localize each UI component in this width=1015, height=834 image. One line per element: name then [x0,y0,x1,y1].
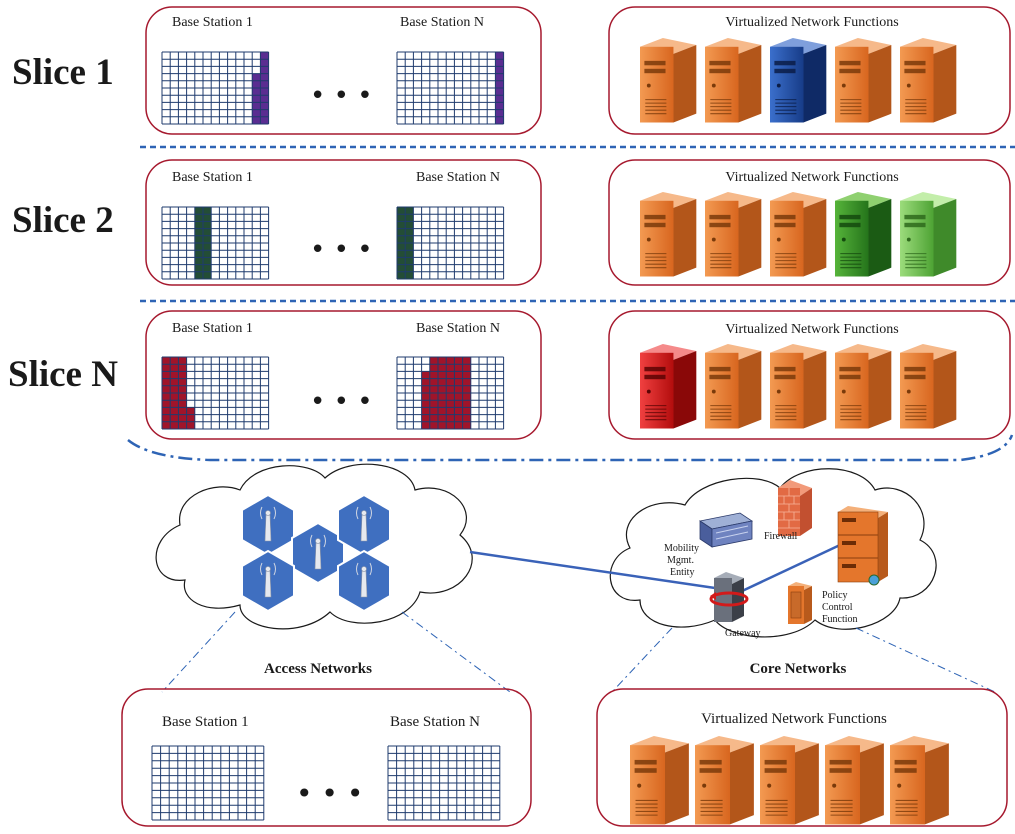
slice-label-1: Slice 1 [12,52,114,93]
slice-label-2: Slice 2 [12,200,114,241]
pcf-label-line-1: Policy [822,590,848,601]
gateway-to-server-link [739,543,841,594]
orange-server-icon [630,736,689,825]
orange-server-icon [900,344,957,429]
slice-2-bs-first-grid [161,206,270,280]
slice-1-ellipsis: • • • [310,81,373,111]
bottom-bs-first-label: Base Station 1 [162,714,249,730]
slice-1-vnf-title: Virtualized Network Functions [725,15,898,30]
orange-server-icon [705,38,762,123]
slice-1-ran-panel: Base Station 1 Base Station N • • • [145,6,542,135]
bottom-bs-last-grid [387,745,501,821]
slice-1-vnf-panel: Virtualized Network Functions [608,6,1011,135]
orange-server-icon [835,344,892,429]
gateway-icon [709,572,749,622]
light-green-server-icon [900,192,957,277]
firewall-icon [778,480,812,536]
orange-server-icon [835,38,892,123]
mme-icon [698,512,754,548]
cell-hexagon [241,493,295,557]
core-projection-right [855,627,996,693]
cell-tower-icon [310,534,326,570]
access-networks-caption: Access Networks [264,661,372,677]
slice-1-bs-first-label: Base Station 1 [172,15,253,30]
orange-server-icon [705,192,762,277]
core-projection-left [611,627,673,693]
slice-1-bs-first-grid [161,51,270,125]
core-networks-caption: Core Networks [750,661,847,677]
green-server-icon [835,192,892,277]
slice-n-bs-last-label: Base Station N [416,321,500,336]
mme-label-line-1: Mobility [664,543,699,554]
orange-server-icon [890,736,949,825]
slice-n-bs-first-grid [161,356,270,430]
cell-hexagon [291,521,345,585]
slice-n-vnf-title: Virtualized Network Functions [725,322,898,337]
orange-server-icon [640,192,697,277]
bottom-vnf-panel: Virtualized Network Functions [596,688,1008,827]
pcf-label-line-3: Function [822,614,858,625]
slice-2-ellipsis: • • • [310,235,373,265]
orange-server-icon [825,736,884,825]
orange-server-icon [760,736,819,825]
slice-1-bs-last-label: Base Station N [400,15,484,30]
access-to-gateway-link [469,550,716,590]
slice-2-bs-last-label: Base Station N [416,170,500,185]
cell-tower-icon [260,506,276,542]
bottom-ellipsis: • • • [296,777,363,810]
bottom-bs-last-label: Base Station N [390,714,480,730]
firewall-label: Firewall [764,531,798,542]
cell-hexagon [241,549,295,613]
bottom-vnf-title: Virtualized Network Functions [701,711,887,727]
slice-n-bs-last-grid [396,356,505,430]
policy-control-function-icon [788,582,812,624]
pcf-label-line-2: Control [822,602,853,613]
slice-2-bs-first-label: Base Station 1 [172,170,253,185]
cell-tower-icon [356,562,372,598]
cell-tower-icon [260,562,276,598]
orange-server-icon [705,344,762,429]
cell-tower-icon [356,506,372,542]
slices-bracket [127,434,1014,462]
orange-server-icon [770,192,827,277]
cell-hexagon [337,549,391,613]
blue-server-icon [770,38,827,123]
bottom-bs-first-grid [151,745,265,821]
slice-2-ran-panel: Base Station 1 Base Station N • • • [145,159,542,286]
access-projection-left [161,611,236,693]
slice-n-ran-panel: Base Station 1 Base Station N • • • [145,310,542,440]
mme-label-line-3: Entity [670,567,694,578]
orange-server-icon [770,344,827,429]
orange-server-icon [640,38,697,123]
orange-server-icon [900,38,957,123]
gateway-label: Gateway [725,628,761,639]
access-projection-right [401,611,511,693]
slice-2-bs-last-grid [396,206,505,280]
red-server-icon [640,344,697,429]
mme-label-line-2: Mgmt. [667,555,694,566]
slice-n-ellipsis: • • • [310,387,373,417]
slice-n-bs-first-label: Base Station 1 [172,321,253,336]
slice-1-bs-last-grid [396,51,505,125]
slice-2-vnf-panel: Virtualized Network Functions [608,159,1011,286]
slice-label-n: Slice N [8,354,118,395]
slice-2-vnf-title: Virtualized Network Functions [725,170,898,185]
cell-hexagon-group [241,493,391,613]
server-rack-icon [837,506,888,586]
slice-n-vnf-panel: Virtualized Network Functions [608,310,1011,440]
orange-server-icon [695,736,754,825]
bottom-ran-panel: Base Station 1 Base Station N • • • [121,688,532,827]
